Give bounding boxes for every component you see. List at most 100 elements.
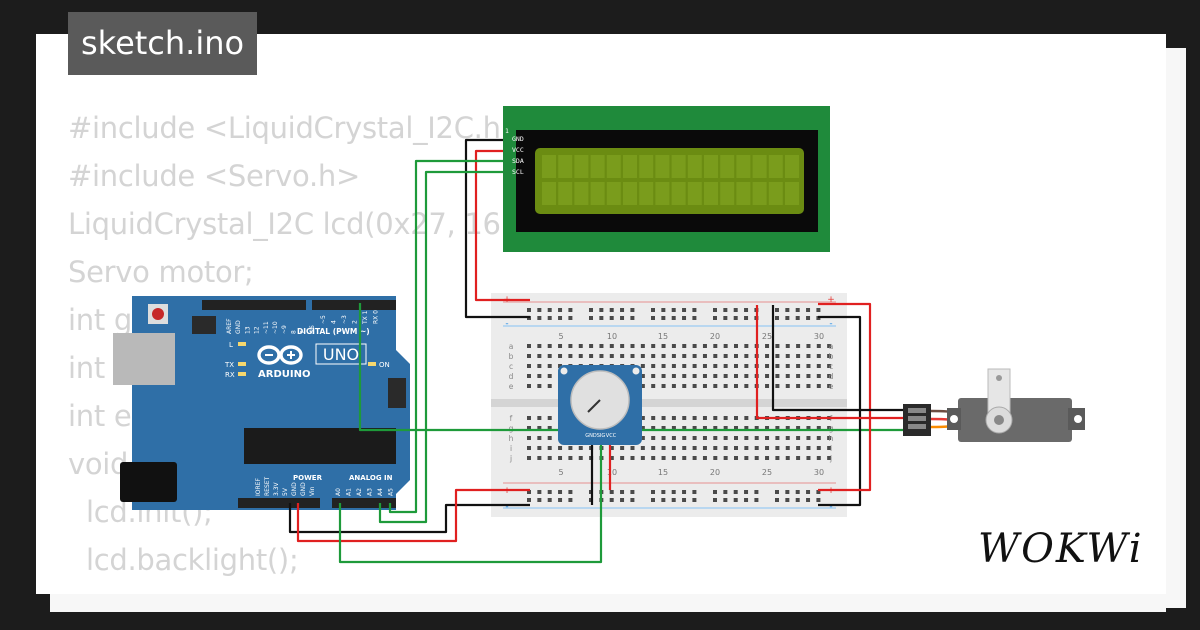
breadboard-hole xyxy=(692,490,697,494)
breadboard-hole xyxy=(547,374,552,378)
breadboard-hole xyxy=(651,436,656,440)
breadboard-hole xyxy=(537,416,542,420)
breadboard-hole xyxy=(754,456,759,460)
breadboard-hole xyxy=(734,374,738,378)
row-letter: c xyxy=(829,362,833,371)
breadboard-hole xyxy=(795,490,800,494)
row-letter: e xyxy=(509,382,514,391)
lcd-cell xyxy=(785,182,799,205)
lcd-cell xyxy=(768,155,783,178)
breadboard-hole xyxy=(558,354,563,358)
column-number: 25 xyxy=(762,332,772,341)
breadboard-hole xyxy=(702,374,707,378)
breadboard-hole xyxy=(547,490,552,494)
breadboard-hole xyxy=(775,364,780,368)
wire-arduino-gnd xyxy=(288,503,530,534)
breadboard-hole xyxy=(692,308,697,312)
analog-label: ANALOG IN xyxy=(349,474,393,482)
breadboard-hole xyxy=(527,308,531,312)
breadboard-hole xyxy=(682,446,687,450)
breadboard-hole xyxy=(734,354,738,358)
breadboard-hole xyxy=(785,456,790,460)
breadboard-hole xyxy=(806,308,811,312)
breadboard-hole xyxy=(713,416,718,420)
breadboard-hole xyxy=(775,426,780,430)
breadboard-hole xyxy=(661,416,666,420)
potentiometer[interactable]: GND SIG VCC xyxy=(558,365,642,445)
lcd-cell xyxy=(720,155,735,178)
digital-header xyxy=(312,300,396,310)
breadboard-hole xyxy=(682,374,687,378)
breadboard-hole xyxy=(671,426,676,430)
breadboard-hole xyxy=(796,364,801,368)
breadboard-hole xyxy=(547,364,552,368)
breadboard-hole xyxy=(816,490,821,494)
lcd-cell xyxy=(558,182,573,205)
breadboard-hole xyxy=(651,316,655,320)
breadboard-hole xyxy=(734,456,738,460)
breadboard-hole xyxy=(723,456,728,460)
code-background: #include <LiquidCrystal_I2C.h> #include … xyxy=(68,104,525,594)
breadboard-hole xyxy=(640,426,645,430)
breadboard-hole xyxy=(765,364,770,368)
wire-pot-signal xyxy=(338,444,603,564)
breadboard-hole xyxy=(527,384,531,388)
breadboard-hole xyxy=(661,456,666,460)
breadboard-hole xyxy=(744,384,749,388)
breadboard-hole xyxy=(547,446,552,450)
breadboard-hole xyxy=(661,436,666,440)
breadboard-hole xyxy=(661,446,666,450)
digital-pin-label: GND xyxy=(235,320,242,334)
rail-plus-label: + xyxy=(827,295,835,305)
breadboard[interactable]: 5 10 15 20 25 30 5 10 15 20 25 30 a b c … xyxy=(491,293,847,517)
breadboard-hole xyxy=(702,446,707,450)
breadboard-hole xyxy=(651,344,656,348)
digital-pin-label: ~10 xyxy=(272,321,279,334)
breadboard-row-letters: a b c d e f g h i j a b c d e f g h i j xyxy=(509,342,834,463)
breadboard-hole xyxy=(734,436,738,440)
wire-arduino-5v xyxy=(296,488,530,543)
breadboard-hole xyxy=(661,426,666,430)
usb-connector xyxy=(113,333,175,385)
breadboard-hole xyxy=(640,436,645,440)
breadboard-hole xyxy=(785,490,790,494)
column-number: 10 xyxy=(607,468,617,477)
breadboard-hole xyxy=(785,426,790,430)
servo-motor[interactable] xyxy=(903,368,1085,442)
breadboard-hole xyxy=(692,456,697,460)
breadboard-hole xyxy=(578,446,583,450)
digital-pin-label: 2 xyxy=(352,320,359,324)
breadboard-hole xyxy=(547,498,552,502)
analog-header xyxy=(332,498,396,508)
breadboard-hole xyxy=(713,354,718,358)
board-logo-text: ARDUINO xyxy=(258,369,310,380)
breadboard-hole xyxy=(744,364,749,368)
breadboard-hole xyxy=(775,436,780,440)
breadboard-hole xyxy=(816,374,821,378)
breadboard-hole xyxy=(733,308,738,312)
wire-lcd-gnd xyxy=(464,138,530,319)
breadboard-hole xyxy=(527,364,531,368)
lcd-cell xyxy=(606,155,621,178)
breadboard-hole xyxy=(713,426,718,430)
breadboard-hole xyxy=(527,416,531,420)
breadboard-hole xyxy=(744,456,749,460)
arduino-uno-board[interactable]: UNO ARDUINO DIGITAL (PWM ~) POWER ANALOG… xyxy=(113,296,410,510)
breadboard-hole xyxy=(806,456,811,460)
breadboard-hole xyxy=(620,446,625,450)
breadboard-hole xyxy=(713,498,717,502)
lcd-cell xyxy=(704,155,718,178)
lcd-cell xyxy=(542,155,556,178)
file-tab[interactable]: sketch.ino xyxy=(68,12,258,75)
lcd-cell xyxy=(558,155,573,178)
rail-minus-label: - xyxy=(829,319,832,329)
breadboard-hole xyxy=(651,374,656,378)
breadboard-hole xyxy=(723,384,728,388)
column-number: 15 xyxy=(658,332,668,341)
lcd-cell xyxy=(655,155,670,178)
breadboard-hole xyxy=(651,498,655,502)
lcd-display[interactable]: 1 GND VCC SDA SCL xyxy=(503,106,830,252)
breadboard-hole xyxy=(702,456,707,460)
breadboard-hole xyxy=(527,344,531,348)
